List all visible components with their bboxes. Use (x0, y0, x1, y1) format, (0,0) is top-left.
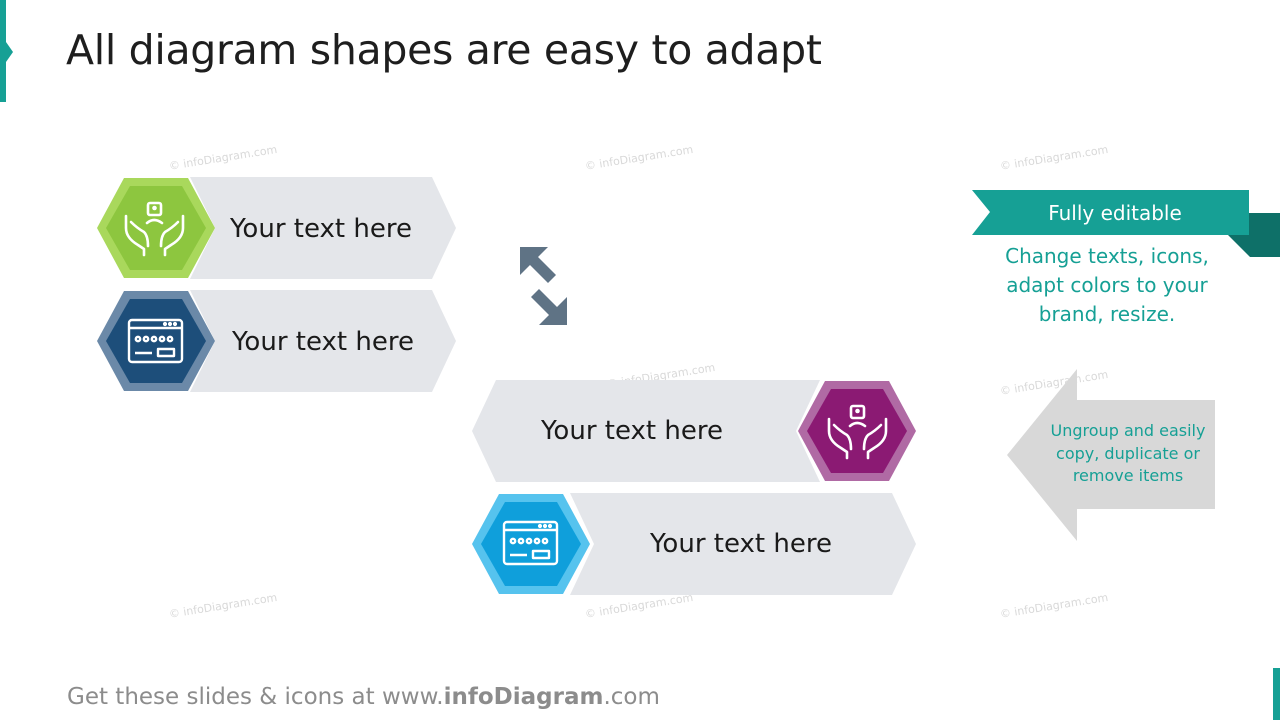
right-accent-bar (1273, 668, 1280, 720)
arrow-note: Ungroup and easily copy, duplicate or re… (1050, 421, 1206, 485)
footer-brand: infoDiagram (443, 684, 604, 710)
left-accent-tip (6, 42, 13, 62)
footer-prefix: Get these slides & icons at www. (67, 684, 444, 710)
row-hexagon-1[interactable] (97, 178, 215, 278)
gray-left-arrow (1007, 369, 1215, 541)
browser-window-icon (127, 318, 184, 364)
row-banner-1[interactable] (190, 177, 456, 279)
editable-banner-label: Fully editable (1048, 201, 1182, 225)
row-label-3: Your text here (541, 416, 723, 446)
hands-person-icon (124, 201, 185, 257)
browser-window-icon (502, 520, 559, 566)
editable-banner-description: Change texts, icons, adapt colors to you… (1005, 244, 1209, 326)
row-label-1: Your text here (230, 214, 412, 244)
row-banner-2[interactable] (190, 290, 456, 392)
footer-credit[interactable]: Get these slides & icons at www.infoDiag… (67, 684, 660, 710)
swap-arrows-icon (520, 247, 567, 325)
row-label-2: Your text here (232, 327, 414, 357)
row-hexagon-4[interactable] (472, 494, 590, 594)
page-title: All diagram shapes are easy to adapt (66, 26, 822, 74)
left-accent-bar (0, 0, 6, 102)
editable-ribbon (972, 190, 1280, 257)
row-banner-4[interactable] (570, 493, 916, 595)
row-label-4: Your text here (650, 529, 832, 559)
row-banner-3[interactable] (472, 380, 820, 482)
hands-person-icon (827, 404, 888, 460)
row-hexagon-3[interactable] (798, 381, 916, 481)
footer-suffix: .com (603, 684, 660, 710)
